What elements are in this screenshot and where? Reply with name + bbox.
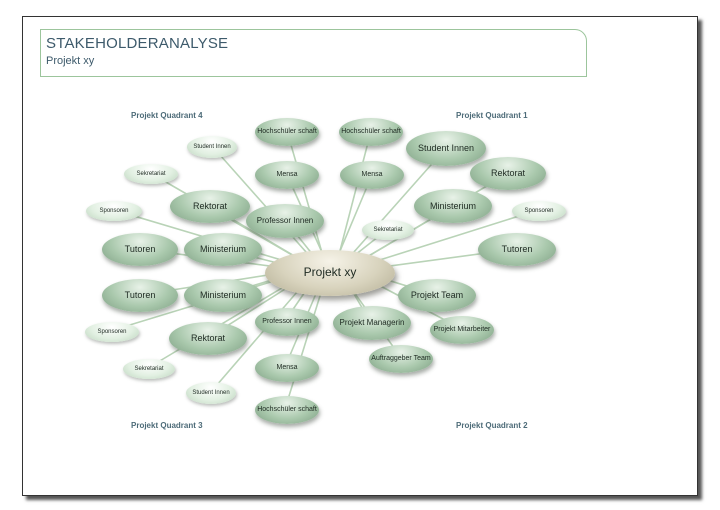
node-hochschuelerschaft-q4: Hochschüler schaft xyxy=(255,118,319,146)
quadrant-3-label: Projekt Quadrant 3 xyxy=(131,421,203,430)
node-sekretariat-q3: Sekretariat xyxy=(123,359,175,379)
node-professor-innen-q3: Professor Innen xyxy=(255,308,319,336)
node-tutoren-q1: Tutoren xyxy=(478,233,556,266)
node-hochschuelerschaft-q3: Hochschüler schaft xyxy=(255,396,319,424)
node-mensa-q4: Mensa xyxy=(255,161,319,189)
node-projekt-mitarbeiter: Projekt Mitarbeiter xyxy=(430,316,494,344)
node-projekt-team: Projekt Team xyxy=(398,279,476,312)
node-mensa-q1: Mensa xyxy=(340,161,404,189)
node-center-projekt: Projekt xy xyxy=(265,250,395,296)
node-hochschuelerschaft-q1: Hochschüler schaft xyxy=(339,118,403,146)
page-subtitle: Projekt xy xyxy=(46,55,95,67)
quadrant-2-label: Projekt Quadrant 2 xyxy=(456,421,528,430)
node-student-innen-small-top: Student Innen xyxy=(187,136,237,158)
node-ministerium-q1: Ministerium xyxy=(414,189,492,223)
quadrant-1-label: Projekt Quadrant 1 xyxy=(456,111,528,120)
node-tutoren-q4: Tutoren xyxy=(102,233,178,266)
node-student-innen-small-bottom: Student Innen xyxy=(186,382,236,404)
node-ministerium-q3: Ministerium xyxy=(184,279,262,312)
node-rektorat-q4: Rektorat xyxy=(170,190,250,223)
node-student-innen-q1: Student Innen xyxy=(406,131,486,166)
title-box: STAKEHOLDERANALYSE Projekt xy xyxy=(40,29,587,77)
node-sekretariat-center: Sekretariat xyxy=(362,220,414,240)
node-rektorat-q3: Rektorat xyxy=(169,322,247,355)
quadrant-4-label: Projekt Quadrant 4 xyxy=(131,111,203,120)
node-auftraggeber-team: Auftraggeber Team xyxy=(369,345,433,373)
node-sponsoren-q1: Sponsoren xyxy=(512,201,566,221)
node-sponsoren-q3: Sponsoren xyxy=(85,322,139,342)
node-projekt-managerin: Projekt Managerin xyxy=(333,306,411,340)
node-sekretariat-q4: Sekretariat xyxy=(124,164,178,184)
node-mensa-q3: Mensa xyxy=(255,354,319,382)
node-professor-innen-q4: Professor Innen xyxy=(246,204,324,238)
node-ministerium-q4: Ministerium xyxy=(184,233,262,266)
node-sponsoren-q4: Sponsoren xyxy=(86,201,142,221)
node-tutoren-q3: Tutoren xyxy=(102,279,178,312)
node-rektorat-q1: Rektorat xyxy=(470,157,546,190)
page-title: STAKEHOLDERANALYSE xyxy=(46,35,229,52)
